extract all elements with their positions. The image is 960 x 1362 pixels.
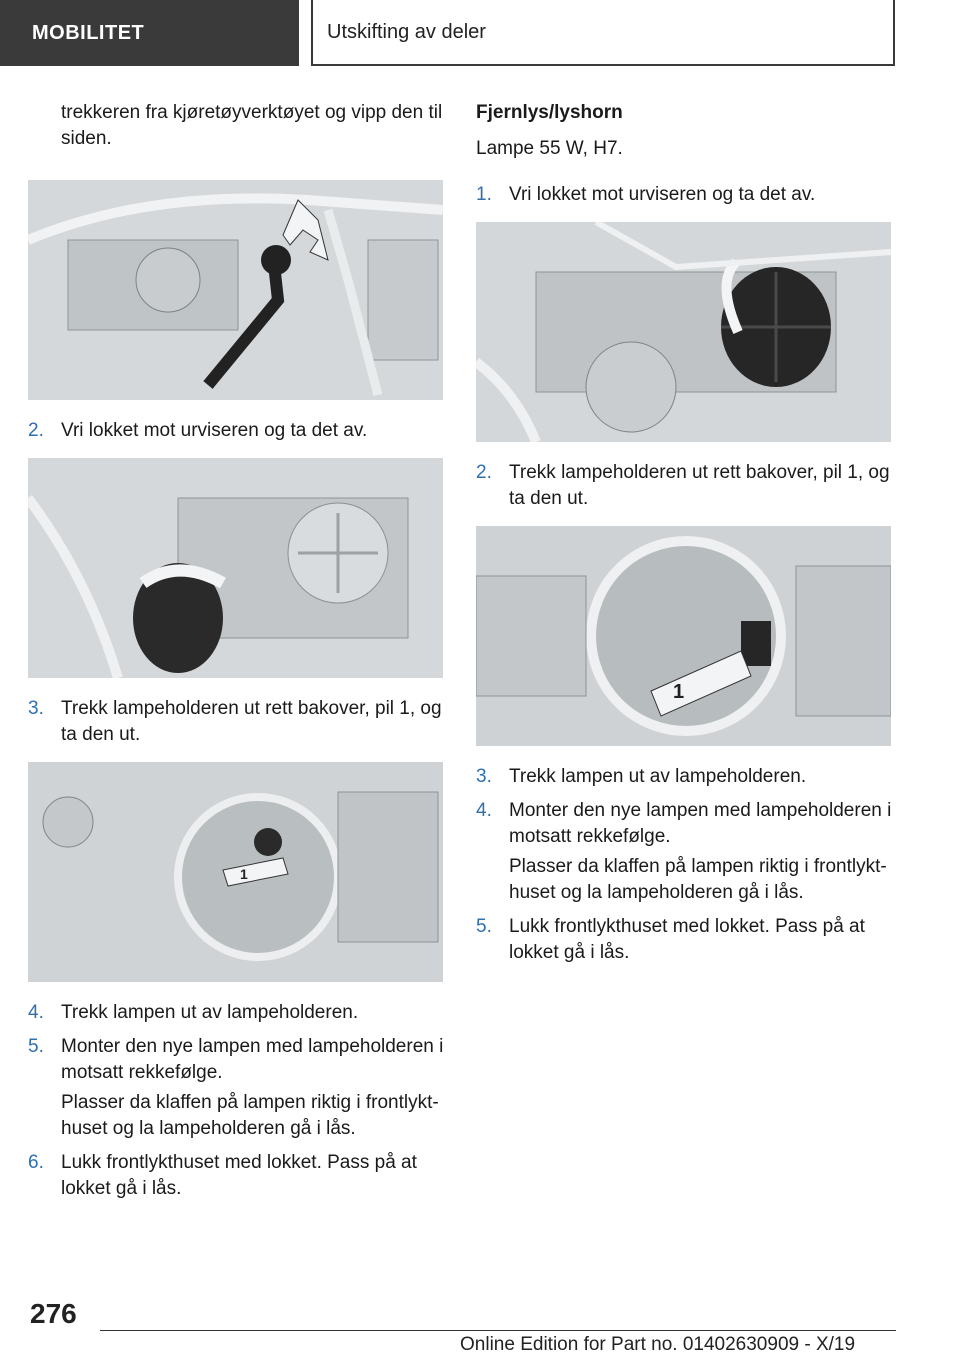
- step-item: 4. Trekk lampen ut av lampeholderen.: [28, 1000, 448, 1026]
- step-number: 1.: [476, 184, 492, 205]
- step-item: 2. Vri lokket mot urviseren og ta det av…: [28, 418, 448, 444]
- step-number: 2.: [28, 420, 44, 441]
- lamp-spec: Lampe 55 W, H7.: [476, 138, 623, 159]
- step-text: Vri lokket mot urviseren og ta det av.: [61, 420, 368, 441]
- footer-divider: [100, 1330, 896, 1331]
- arrow-label: 1: [673, 681, 684, 703]
- step-text: Monter den nye lampen med lampeholderen …: [509, 800, 892, 847]
- section-heading: Fjernlys/lyshorn: [476, 102, 623, 123]
- left-column: trekkeren fra kjøretøyverktøyet og vipp …: [28, 100, 448, 1210]
- step-item: 6. Lukk frontlykthuset med lokket. Pass …: [28, 1150, 448, 1202]
- step-item: 2. Trekk lampeholderen ut rett bakover, …: [476, 460, 900, 512]
- section-tab: MOBILITET: [0, 0, 299, 66]
- edition-text: Online Edition for Part no. 01402630909 …: [460, 1334, 856, 1355]
- figure-headlight-tool: [28, 180, 443, 400]
- figure-highbeam-lampholder: 1: [476, 526, 891, 746]
- step-note: Plasser da klaffen på lampen riktig i fr…: [509, 856, 887, 903]
- step-text: Trekk lampeholderen ut rett bakover, pil…: [509, 462, 890, 509]
- step-number: 4.: [28, 1002, 44, 1023]
- step-text: Trekk lampen ut av lampeholderen.: [509, 766, 807, 787]
- step-item: 1. Vri lokket mot urviseren og ta det av…: [476, 182, 900, 208]
- step-number: 3.: [476, 766, 492, 787]
- figure-cover-rotate: [28, 458, 443, 678]
- step-text: Lukk frontlykthuset med lokket. Pass på …: [509, 916, 865, 963]
- step-item: 5. Lukk frontlykthuset med lokket. Pass …: [476, 914, 900, 966]
- figure-highbeam-cover: [476, 222, 891, 442]
- step-item: 3. Trekk lampen ut av lampeholderen.: [476, 764, 900, 790]
- step-number: 5.: [28, 1036, 44, 1057]
- step-number: 2.: [476, 462, 492, 483]
- figure-lampholder-pull: 1: [28, 762, 443, 982]
- step-text: Monter den nye lampen med lampeholderen …: [61, 1036, 444, 1083]
- step-text: Trekk lampeholderen ut rett bakover, pil…: [61, 698, 442, 745]
- chapter-title: Utskifting av deler: [311, 0, 895, 66]
- step-number: 4.: [476, 800, 492, 821]
- page-number: 276: [30, 1298, 77, 1329]
- step-item: 5. Monter den nye lampen med lampeholder…: [28, 1034, 448, 1086]
- step-text: Lukk frontlykthuset med lokket. Pass på …: [61, 1152, 417, 1199]
- step-number: 3.: [28, 698, 44, 719]
- step-item: 3. Trekk lampeholderen ut rett bakover, …: [28, 696, 448, 748]
- step-note: Plasser da klaffen på lampen riktig i fr…: [61, 1092, 439, 1139]
- continuation-text: trekkeren fra kjøretøyverktøyet og vipp …: [61, 102, 443, 149]
- step-text: Vri lokket mot urviseren og ta det av.: [509, 184, 816, 205]
- step-number: 6.: [28, 1152, 44, 1173]
- step-item: 4. Monter den nye lampen med lampeholder…: [476, 798, 900, 850]
- right-column: Fjernlys/lyshorn Lampe 55 W, H7. 1. Vri …: [476, 100, 900, 974]
- arrow-label: 1: [240, 866, 248, 882]
- step-number: 5.: [476, 916, 492, 937]
- step-text: Trekk lampen ut av lampeholderen.: [61, 1002, 359, 1023]
